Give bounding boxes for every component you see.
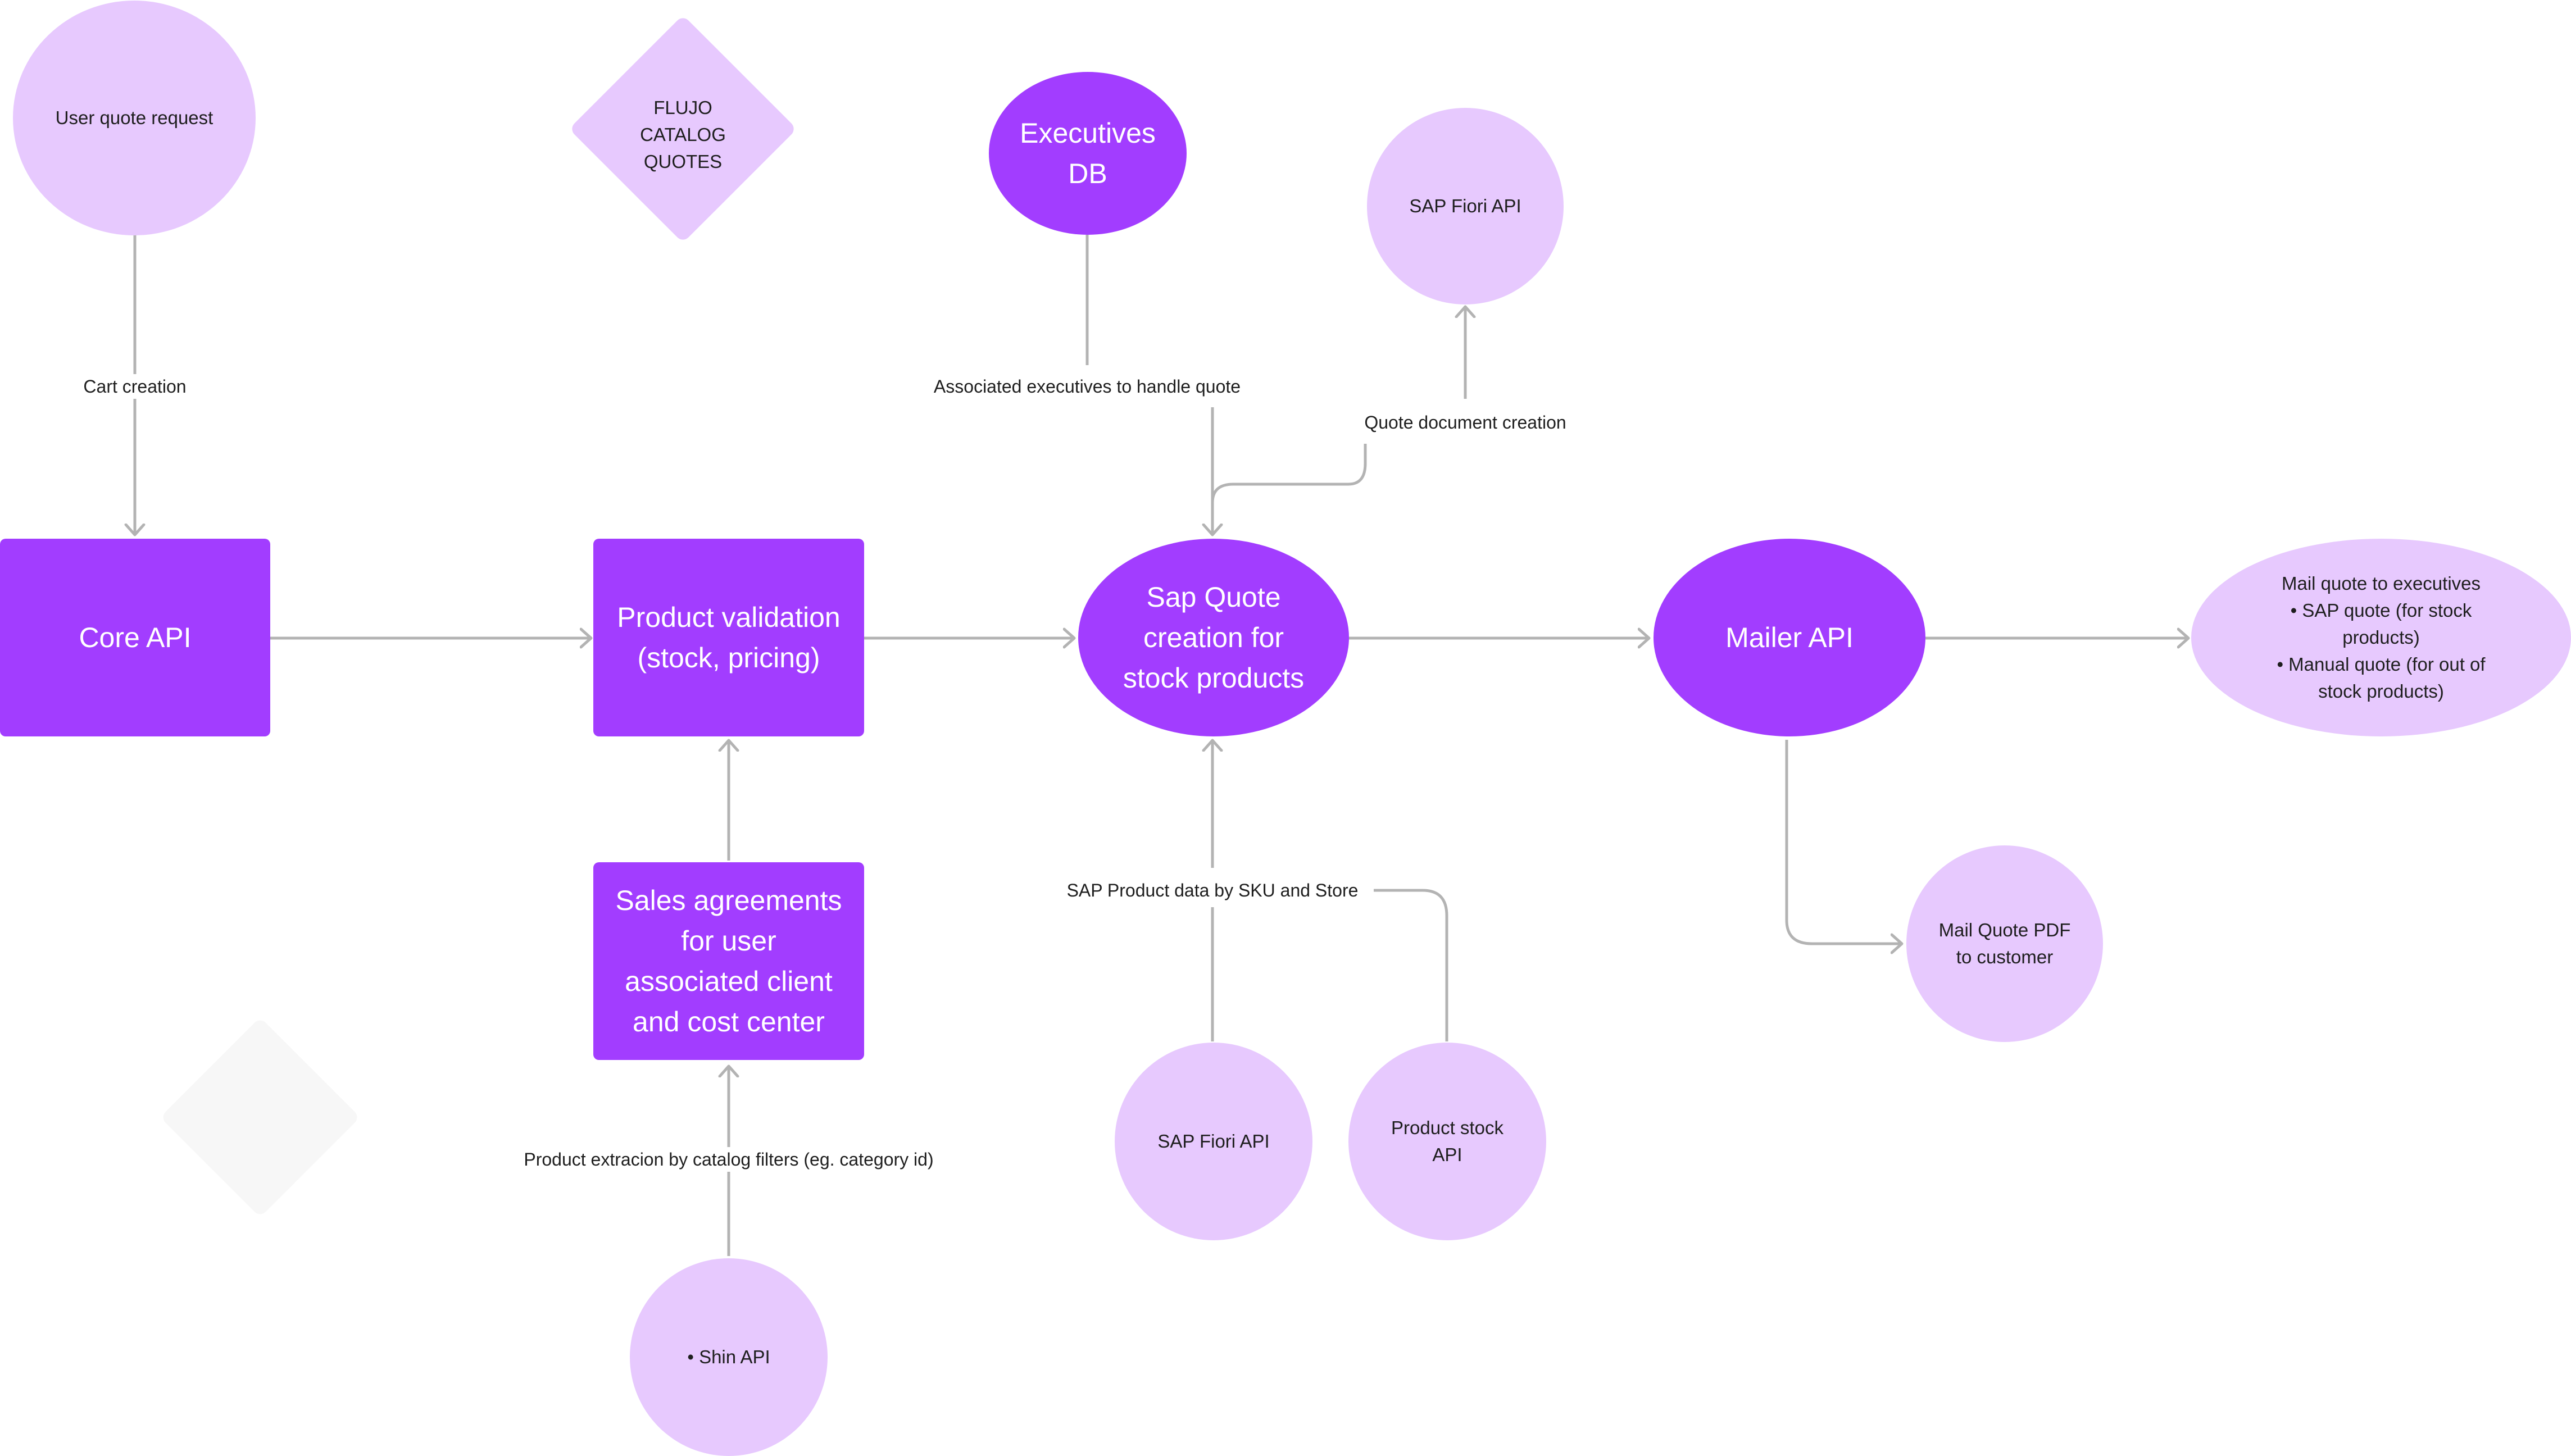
sales-agreements-label: Sales agreements for user associated cli… [615,885,842,1038]
mail-quote-executives-node[interactable]: Mail quote to executives SAP quote (for … [2191,539,2571,736]
sap-fiori-api-bottom-label: SAP Fiori API [1157,1131,1270,1152]
label-quote-document-creation: Quote document creation [1359,410,1572,435]
sap-fiori-api-top-label: SAP Fiori API [1409,195,1521,216]
list-item: Manual quote (for out of stock products) [2277,651,2485,705]
core-api-label: Core API [79,622,192,653]
executives-db-label: Executives DB [1020,117,1156,189]
label-associated-executives: Associated executives to handle quote [928,374,1247,399]
list-item: SAP quote (for stock products) [2277,597,2485,651]
user-quote-request-node[interactable]: User quote request [13,1,256,235]
mail-executives-list: SAP quote (for stock products) Manual qu… [2277,597,2485,705]
label-product-extraction: Product extracion by catalog filters (eg… [518,1147,939,1172]
label-cart-creation: Cart creation [78,374,192,399]
sap-fiori-api-top-node[interactable]: SAP Fiori API [1367,108,1564,304]
user-quote-request-label: User quote request [55,107,214,128]
mail-quote-executives-content: Mail quote to executives SAP quote (for … [2277,570,2486,705]
executives-db-node[interactable]: Executives DB [989,72,1187,235]
edge-stock-to-sapquote [1374,889,1448,1041]
shin-api-list: Shin API [687,1344,770,1371]
mail-executives-title: Mail quote to executives [2281,573,2481,594]
shin-api-node[interactable]: Shin API [630,1258,828,1456]
edge-sapquote-to-fiori-top [1211,308,1465,506]
core-api-node[interactable]: Core API [0,539,270,736]
product-validation-node[interactable]: Product validation (stock, pricing) [593,539,864,736]
sales-agreements-node[interactable]: Sales agreements for user associated cli… [593,862,864,1060]
mailer-api-node[interactable]: Mailer API [1654,539,1925,736]
sap-fiori-api-bottom-node[interactable]: SAP Fiori API [1115,1043,1312,1240]
flujo-text: FLUJO CATALOG QUOTES [640,97,726,172]
sap-quote-creation-node[interactable]: Sap Quote creation for stock products [1078,539,1349,736]
shin-api-label: Shin API [699,1346,770,1367]
edge-execdb-to-sapquote [1085,235,1212,534]
list-item: Shin API [687,1344,770,1371]
label-sap-product-data: SAP Product data by SKU and Store [1061,878,1364,903]
product-stock-api-label: Product stock API [1391,1117,1503,1165]
edge-mailer-to-pdf [1785,740,1901,944]
mailer-api-label: Mailer API [1725,622,1854,653]
mail-quote-pdf-label: Mail Quote PDF to customer [1938,920,2071,967]
sap-quote-creation-label: Sap Quote creation for stock products [1123,581,1305,694]
flujo-diamond-label: FLUJO CATALOG QUOTES [574,90,792,180]
product-stock-api-node[interactable]: Product stock API [1348,1043,1546,1240]
product-validation-label: Product validation (stock, pricing) [617,602,841,674]
mail-quote-pdf-node[interactable]: Mail Quote PDF to customer [1906,845,2103,1042]
